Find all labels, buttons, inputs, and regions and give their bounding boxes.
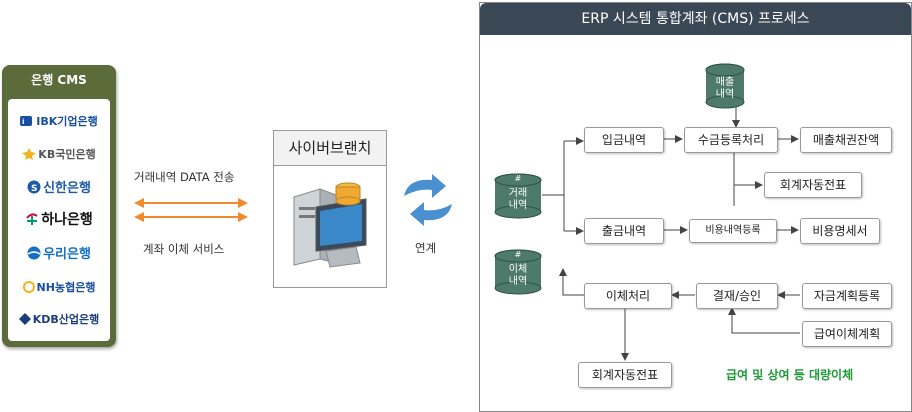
data-transfer-label: 거래내역 DATA 전송 xyxy=(134,170,235,184)
shinhan-logo-icon: S xyxy=(27,180,41,198)
node-payroll-transfer-plan: 급여이체계획 xyxy=(802,321,892,347)
bank-label: 하나은행 xyxy=(41,212,93,228)
bank-nh: NH농협은행 xyxy=(8,279,110,296)
node-accounting-voucher-top: 회계자동전표 xyxy=(764,172,862,198)
bank-cms-title: 은행 CMS xyxy=(31,73,87,87)
kb-star-icon xyxy=(22,147,37,163)
database-icon xyxy=(494,173,542,219)
bidirectional-arrows xyxy=(134,198,248,222)
nh-logo-icon xyxy=(22,280,35,296)
server-computer-icon xyxy=(293,182,367,268)
node-fund-plan-registration: 자금계획등록 xyxy=(802,283,892,309)
bank-hana: 하나은행 xyxy=(8,209,110,230)
node-deposit-history: 입금내역 xyxy=(584,127,664,153)
bank-ibk: i IBK기업은행 xyxy=(8,113,110,130)
erp-panel: ERP 시스템 통합계좌 (CMS) 프로세스 xyxy=(479,2,912,412)
bank-label: KB국민은행 xyxy=(38,148,96,161)
node-expense-statement: 비용명세서 xyxy=(800,218,880,244)
link-label: 연계 xyxy=(415,241,437,255)
node-transfer-processing: 이체처리 xyxy=(584,283,672,309)
woori-logo-icon xyxy=(27,246,41,264)
database-icon xyxy=(705,63,745,109)
svg-text:S: S xyxy=(31,184,37,194)
kdb-logo-icon xyxy=(18,312,31,328)
db-label: 이체 내역 xyxy=(508,264,528,287)
db-transfer-history: # 이체 내역 xyxy=(494,249,542,295)
svg-text:i: i xyxy=(22,118,24,126)
node-receipt-registration: 수금등록처리 xyxy=(684,127,778,153)
bulk-transfer-note: 급여 및 상여 등 대량이체 xyxy=(726,368,854,382)
cyber-branch-title: 사이버브랜치 xyxy=(274,131,386,166)
bank-label: 우리은행 xyxy=(43,247,91,262)
erp-header-title: ERP 시스템 통합계좌 (CMS) 프로세스 xyxy=(480,3,911,35)
db-sales-history: 매출 내역 xyxy=(705,63,745,109)
database-icon xyxy=(494,249,542,295)
db-hash: # xyxy=(514,174,522,183)
node-accounting-voucher-bottom: 회계자동전표 xyxy=(578,362,672,388)
payment-service-label: 계좌 이체 서비스 xyxy=(143,242,225,256)
node-sales-receivable-balance: 매출채권잔액 xyxy=(800,127,892,153)
bank-woori: 우리은행 xyxy=(8,243,110,264)
db-hash: # xyxy=(514,250,522,259)
node-expense-registration: 비용내역등록 xyxy=(689,219,777,243)
bank-label: 신한은행 xyxy=(43,181,91,196)
hana-logo-icon xyxy=(25,210,39,230)
arrow-to-bank xyxy=(134,212,248,222)
bank-cms-panel: 은행 CMS i IBK기업은행 KB국민은행 S 신한은행 하나은행 우리은행 xyxy=(2,65,116,347)
db-label: 거래 내역 xyxy=(508,188,528,211)
bank-kb: KB국민은행 xyxy=(8,146,110,163)
bank-shinhan: S 신한은행 xyxy=(8,177,110,198)
bank-kdb: KDB산업은행 xyxy=(8,311,110,328)
cyber-branch-box: 사이버브랜치 xyxy=(273,130,387,288)
arrow-to-cyber-branch xyxy=(134,198,248,208)
db-transaction-history: # 거래 내역 xyxy=(494,173,542,219)
erp-connectors xyxy=(542,106,800,361)
bank-list: i IBK기업은행 KB국민은행 S 신한은행 하나은행 우리은행 N xyxy=(8,99,110,341)
bank-label: IBK기업은행 xyxy=(36,115,98,128)
ibk-logo-icon: i xyxy=(20,115,34,130)
bank-label: NH농협은행 xyxy=(36,281,96,294)
db-label: 매출 내역 xyxy=(715,77,735,100)
bank-label: KDB산업은행 xyxy=(32,313,100,326)
node-withdrawal-history: 출금내역 xyxy=(584,218,664,244)
sync-icon xyxy=(404,174,452,226)
node-approval: 결재/승인 xyxy=(696,283,778,309)
